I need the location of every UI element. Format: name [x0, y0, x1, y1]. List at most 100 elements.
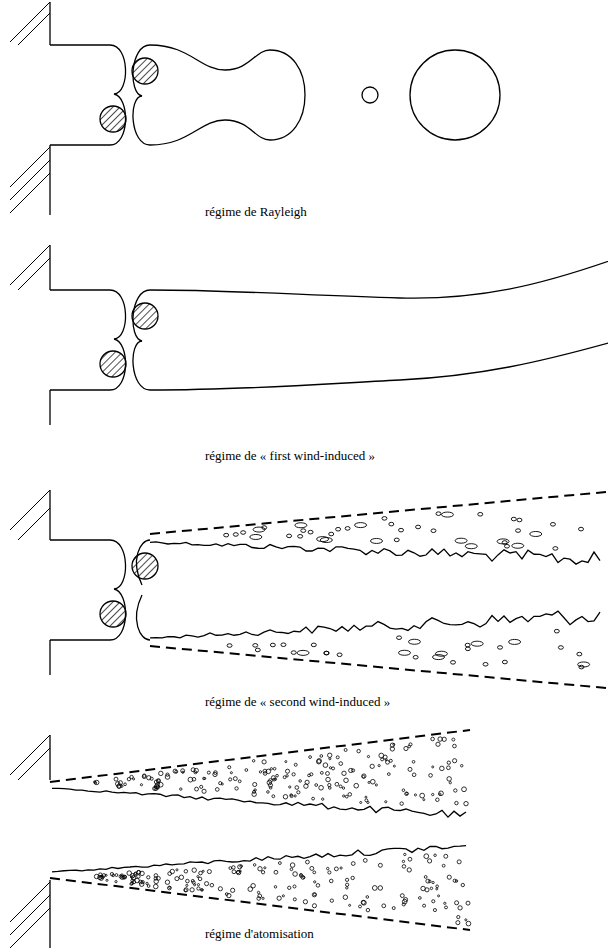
- droplet: [200, 785, 203, 788]
- droplet: [328, 783, 331, 786]
- droplet: [392, 907, 395, 910]
- droplet: [426, 879, 430, 883]
- droplet: [404, 746, 408, 750]
- droplet: [362, 774, 366, 778]
- droplet: [253, 864, 255, 866]
- droplet: [370, 764, 374, 768]
- droplet: [511, 517, 516, 521]
- droplet: [427, 859, 431, 863]
- vortex-ring: [132, 553, 158, 579]
- droplet: [346, 887, 348, 889]
- droplet: [277, 896, 281, 900]
- droplet: [283, 795, 287, 799]
- droplet: [444, 902, 446, 904]
- droplet: [379, 753, 384, 758]
- droplet: [432, 766, 434, 768]
- droplet: [142, 775, 146, 779]
- droplet: [310, 866, 314, 870]
- droplet: [466, 921, 471, 926]
- droplet: [124, 783, 127, 786]
- droplet: [455, 801, 458, 804]
- droplet: [233, 533, 238, 537]
- droplet: [175, 770, 178, 773]
- droplet: [150, 777, 153, 780]
- droplet: [389, 522, 394, 526]
- vortex-ring: [132, 58, 158, 84]
- droplet: [281, 643, 286, 647]
- vortex-ring: [132, 303, 158, 329]
- droplet: [298, 534, 303, 538]
- droplet: [408, 857, 412, 861]
- droplet: [440, 766, 445, 771]
- droplet: [354, 783, 359, 788]
- droplet: [301, 876, 305, 880]
- droplet: [400, 802, 403, 805]
- droplet: [433, 909, 436, 912]
- droplet: [168, 886, 172, 890]
- droplet: [385, 801, 387, 803]
- droplet: [194, 768, 198, 772]
- droplet: [319, 785, 324, 790]
- droplet: [100, 875, 103, 878]
- droplet: [255, 648, 260, 652]
- droplet: [359, 905, 362, 908]
- droplet: [498, 646, 503, 650]
- droplet: [309, 756, 312, 759]
- droplet: [435, 651, 447, 656]
- droplet: [106, 879, 108, 881]
- droplet: [339, 762, 343, 766]
- droplet: [165, 880, 169, 884]
- droplet: [304, 784, 308, 788]
- droplet: [454, 789, 457, 792]
- droplet: [366, 908, 369, 911]
- droplet: [274, 886, 276, 888]
- droplet: [314, 881, 316, 883]
- droplet: [289, 786, 291, 788]
- droplet: [245, 769, 248, 772]
- droplet: [455, 538, 467, 543]
- droplet: [118, 781, 122, 785]
- droplet: [430, 887, 432, 889]
- droplet: [432, 793, 434, 795]
- droplet: [445, 906, 448, 909]
- droplet: [471, 641, 483, 646]
- droplet: [290, 868, 293, 871]
- nozzle-wall: [10, 735, 50, 948]
- droplet: [442, 864, 445, 867]
- droplet: [273, 778, 276, 781]
- droplet: [322, 798, 324, 800]
- droplet: [282, 895, 284, 897]
- droplet: [158, 782, 163, 787]
- droplet: [127, 871, 132, 876]
- droplet: [311, 643, 316, 647]
- nozzle-wall: [10, 2, 126, 215]
- droplet: [393, 765, 395, 767]
- droplet: [447, 761, 450, 764]
- droplet: [432, 881, 434, 883]
- droplet: [465, 919, 467, 921]
- droplet: [105, 874, 107, 876]
- droplet: [429, 774, 433, 778]
- droplet: [407, 868, 411, 872]
- droplet: [288, 886, 291, 889]
- droplet: [191, 879, 194, 882]
- droplet: [112, 874, 115, 877]
- droplet: [131, 876, 135, 880]
- droplet: [346, 883, 349, 886]
- droplet: [421, 886, 425, 890]
- regime-caption: régime d'atomisation: [205, 926, 314, 942]
- droplet: [268, 783, 272, 787]
- droplet: [370, 538, 382, 543]
- droplet: [159, 771, 163, 775]
- droplet: [182, 771, 184, 773]
- droplet: [132, 880, 136, 884]
- regime-caption: régime de Rayleigh: [205, 204, 307, 220]
- droplet: [558, 646, 563, 650]
- droplet: [127, 777, 130, 780]
- droplet: [436, 798, 440, 802]
- droplet: [360, 801, 362, 803]
- nozzle-wall: [10, 245, 126, 425]
- droplet: [99, 876, 103, 880]
- droplet: [436, 885, 439, 888]
- droplet: [424, 876, 427, 879]
